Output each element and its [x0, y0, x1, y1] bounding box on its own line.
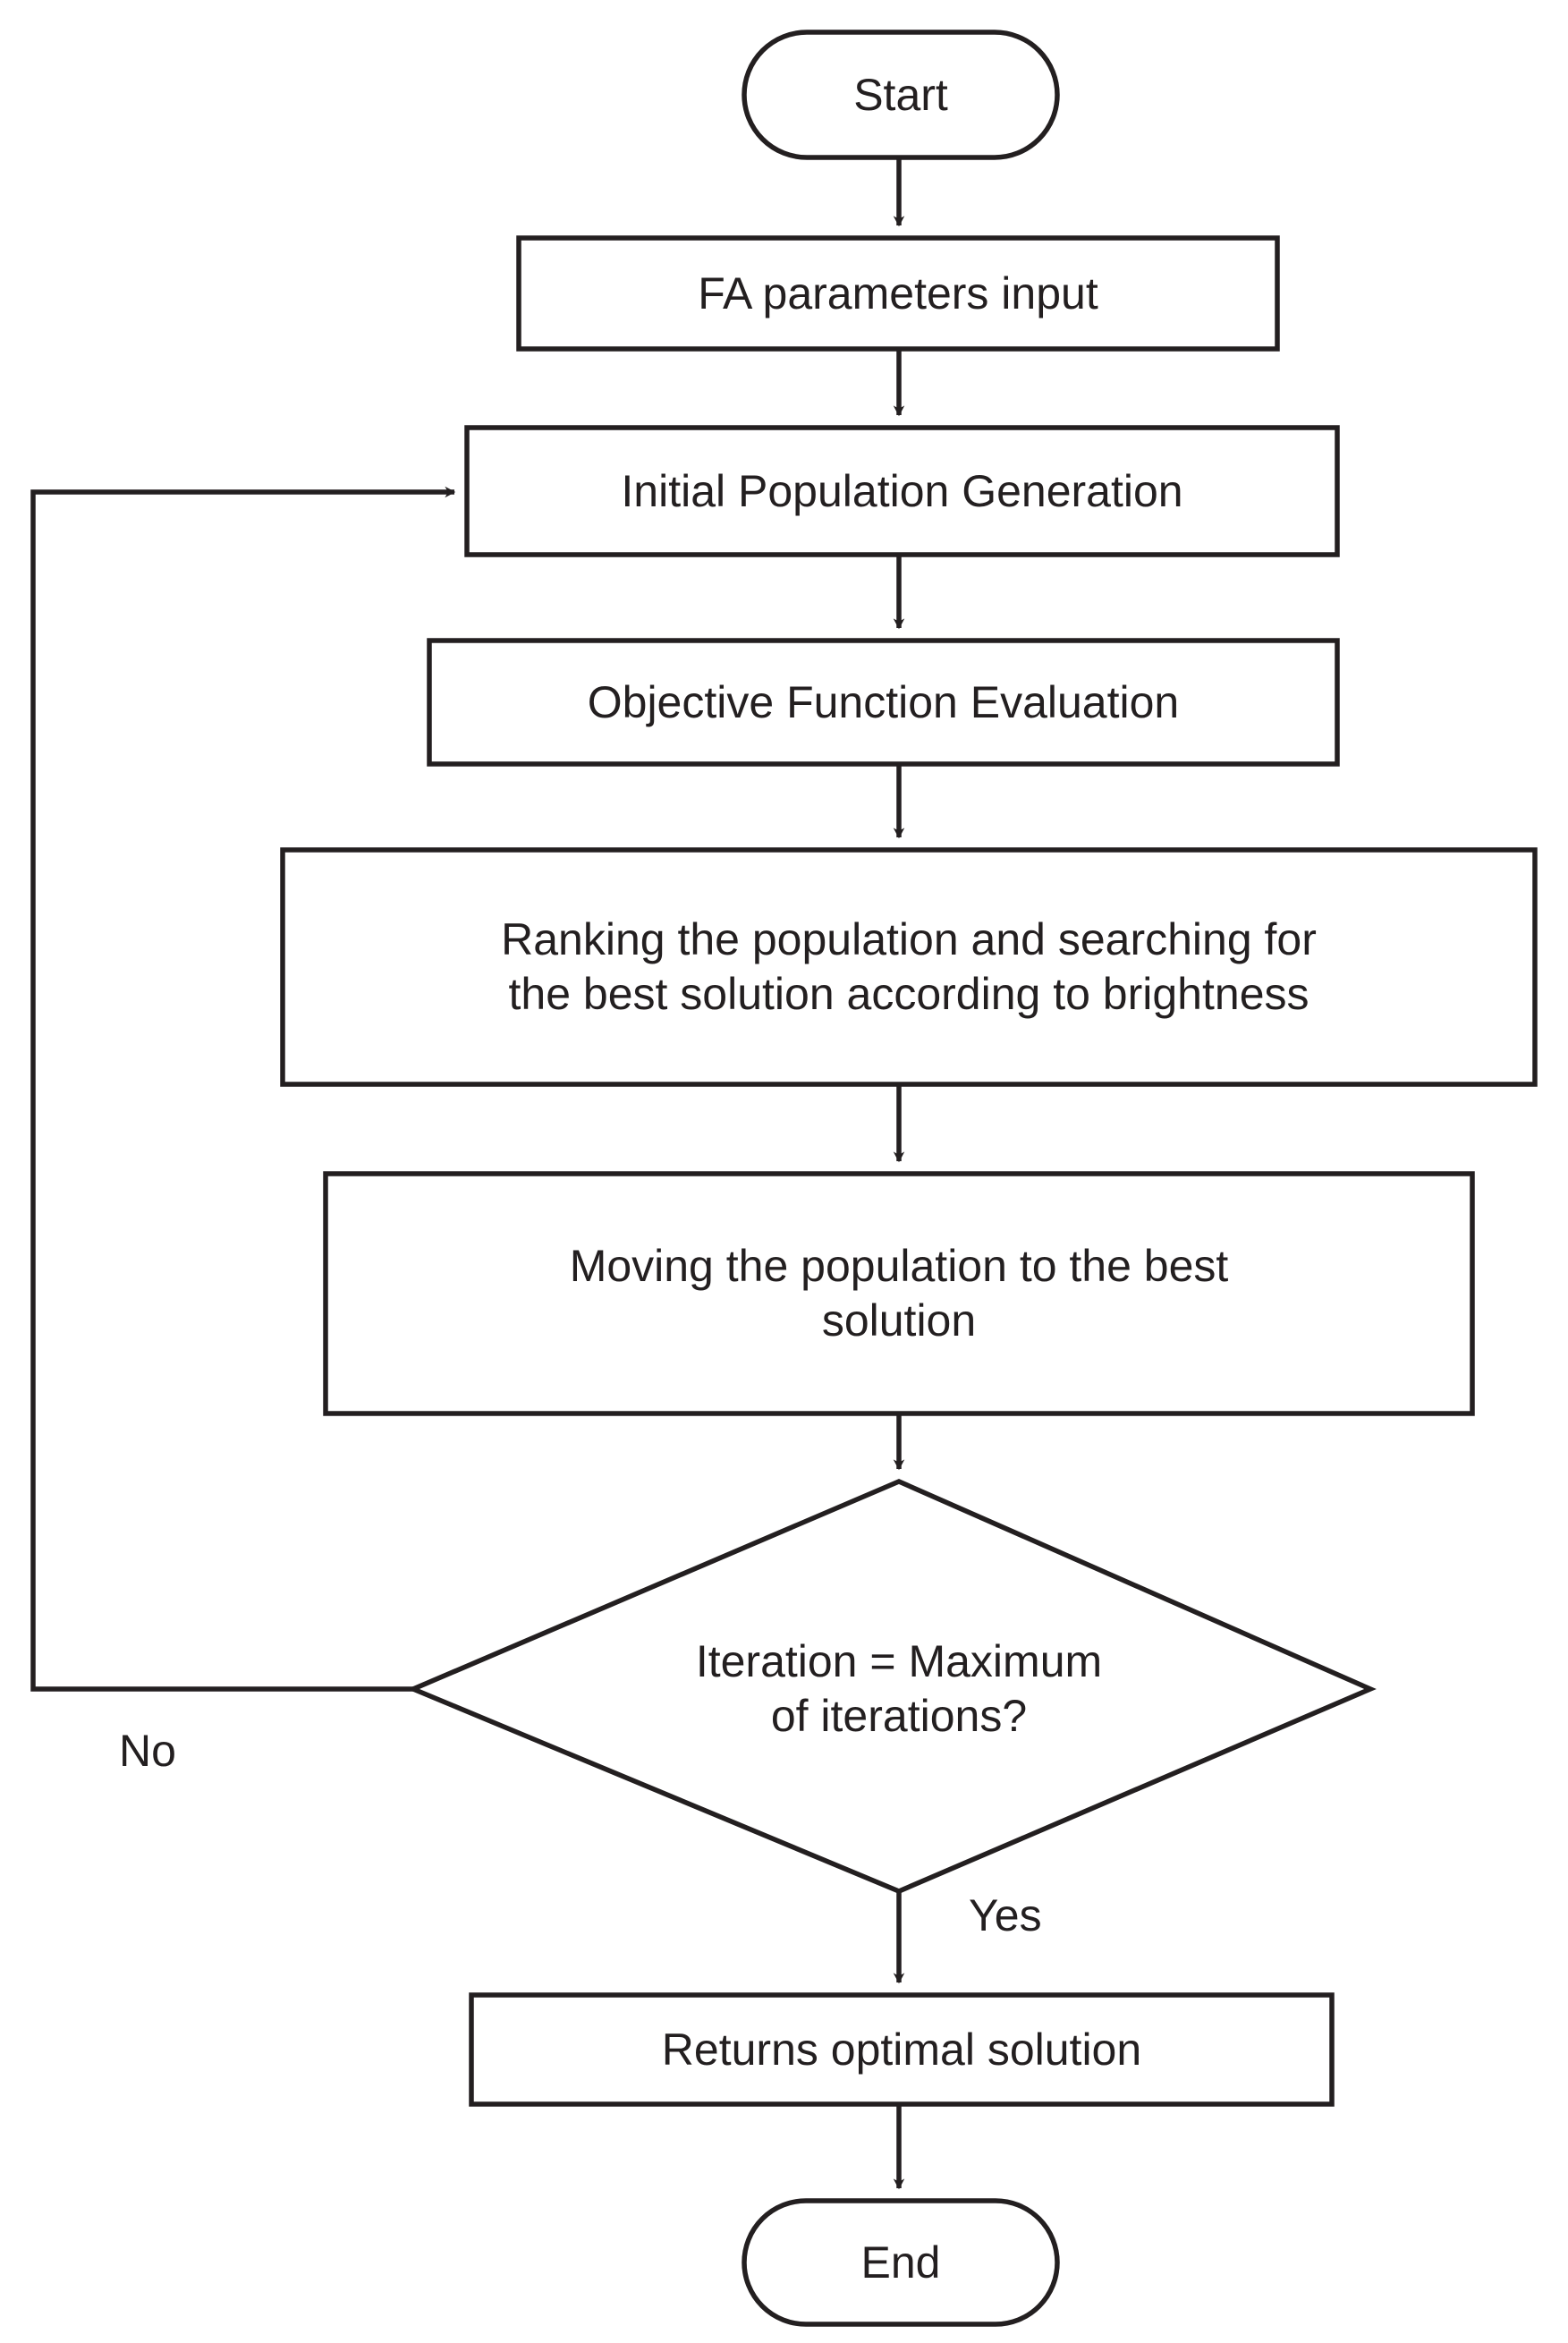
node-shape-fa-params	[516, 235, 1280, 352]
edge-label-no: No	[119, 1726, 176, 1776]
node-shape-start	[742, 30, 1060, 160]
node-shape-decision	[406, 1479, 1377, 1894]
node-shape-objective	[427, 638, 1340, 767]
node-shape-ranking	[280, 847, 1538, 1087]
node-shape-init-pop	[464, 425, 1340, 557]
node-shape-returns	[469, 1992, 1335, 2107]
connector-decision-no-feedback-loop	[30, 486, 456, 1692]
node-shape-moving	[323, 1171, 1475, 1416]
edge-label-yes: Yes	[969, 1890, 1042, 1940]
node-shape-end	[742, 2198, 1060, 2327]
